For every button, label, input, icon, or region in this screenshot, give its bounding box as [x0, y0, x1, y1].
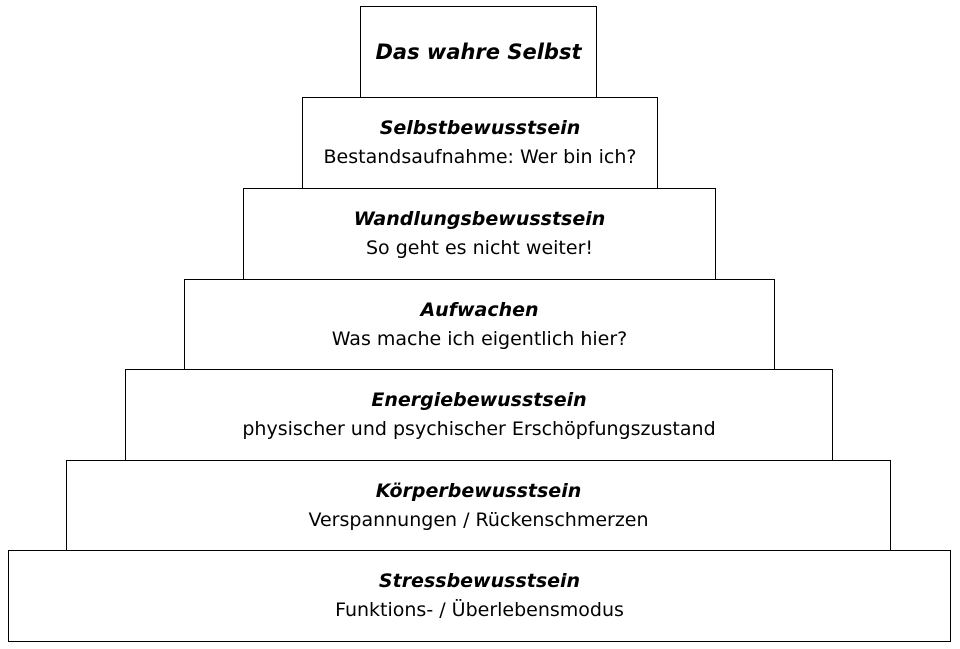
pyramid-level-koerperbewusstsein: Körperbewusstsein Verspannungen / Rücken…: [66, 460, 891, 552]
level-title: Wandlungsbewusstsein: [353, 208, 606, 230]
level-title: Selbstbewusstsein: [379, 117, 581, 139]
level-subtitle: So geht es nicht weiter!: [365, 237, 593, 259]
level-title: Aufwachen: [420, 299, 539, 321]
pyramid-level-selbstbewusstsein: Selbstbewusstsein Bestandsaufnahme: Wer …: [302, 97, 658, 189]
level-subtitle: physischer und psychischer Erschöpfungsz…: [242, 418, 716, 440]
pyramid-level-das-wahre-selbst: Das wahre Selbst: [360, 6, 597, 98]
level-title: Körperbewusstsein: [375, 480, 582, 502]
pyramid-level-aufwachen: Aufwachen Was mache ich eigentlich hier?: [184, 279, 775, 371]
level-title: Energiebewusstsein: [371, 389, 587, 411]
pyramid-level-wandlungsbewusstsein: Wandlungsbewusstsein So geht es nicht we…: [243, 188, 716, 280]
level-subtitle: Bestandsaufnahme: Wer bin ich?: [323, 146, 637, 168]
level-subtitle: Verspannungen / Rückenschmerzen: [308, 509, 649, 531]
pyramid-level-stressbewusstsein: Stressbewusstsein Funktions- / Überleben…: [8, 550, 951, 642]
level-title: Stressbewusstsein: [378, 570, 581, 592]
pyramid-level-energiebewusstsein: Energiebewusstsein physischer und psychi…: [125, 369, 833, 461]
level-subtitle: Was mache ich eigentlich hier?: [331, 328, 628, 350]
level-title: Das wahre Selbst: [375, 40, 582, 64]
level-subtitle: Funktions- / Überlebensmodus: [335, 599, 624, 621]
